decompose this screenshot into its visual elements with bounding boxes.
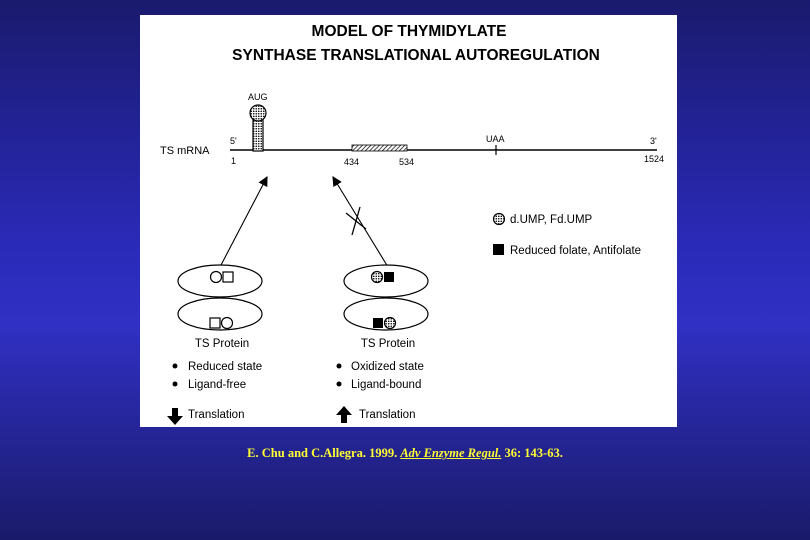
five-prime-label: 5' <box>230 136 237 146</box>
hatched-circle-icon <box>492 212 506 226</box>
bullet-icon <box>336 381 342 387</box>
autoregulation-diagram: MODEL OF THYMIDYLATE SYNTHASE TRANSLATIO… <box>160 23 664 425</box>
position-region-start: 434 <box>344 157 359 167</box>
arrow-down-icon <box>167 408 183 425</box>
position-end: 1524 <box>644 154 664 164</box>
start-codon-label: AUG <box>248 92 268 102</box>
citation: E. Chu and C.Allegra. 1999. Adv Enzyme R… <box>0 446 810 461</box>
aug-stem-loop <box>249 104 267 152</box>
binding-region <box>351 144 408 152</box>
right-bullet-oxidized: Oxidized state <box>351 361 424 373</box>
citation-volume-pages: 36: 143-63. <box>504 446 563 460</box>
legend-label-dump: d.UMP, Fd.UMP <box>510 214 593 226</box>
citation-authors: E. Chu and C.Allegra. 1999. <box>247 446 398 460</box>
stop-codon-label: UAA <box>486 134 505 144</box>
legend-item-dump: d.UMP, Fd.UMP <box>492 212 593 226</box>
left-ts-protein <box>177 264 263 331</box>
right-translation-label: Translation <box>359 409 415 421</box>
figure-title-line1: MODEL OF THYMIDYLATE <box>312 23 507 40</box>
left-arrow <box>219 176 268 268</box>
filled-square-icon <box>493 244 504 255</box>
citation-journal-link[interactable]: Adv Enzyme Regul. <box>400 446 502 460</box>
position-start: 1 <box>231 156 236 166</box>
left-bullet-ligand-free: Ligand-free <box>188 379 246 391</box>
left-bullet-reduced: Reduced state <box>188 361 262 373</box>
right-bullet-ligand-bound: Ligand-bound <box>351 379 421 391</box>
diagram-figure: MODEL OF THYMIDYLATE SYNTHASE TRANSLATIO… <box>140 15 677 427</box>
mrna-label: TS mRNA <box>160 145 210 157</box>
figure-title-line2: SYNTHASE TRANSLATIONAL AUTOREGULATION <box>232 47 600 64</box>
left-protein-label: TS Protein <box>195 338 249 350</box>
three-prime-label: 3' <box>650 136 657 146</box>
bullet-icon <box>336 363 342 369</box>
right-ts-protein <box>343 264 429 331</box>
legend-label-folate: Reduced folate, Antifolate <box>510 245 641 257</box>
right-arrow <box>332 176 389 268</box>
left-translation-label: Translation <box>188 409 244 421</box>
blocked-cross-icon <box>345 206 367 236</box>
right-protein-label: TS Protein <box>361 338 415 350</box>
bullet-icon <box>172 381 178 387</box>
position-region-end: 534 <box>399 157 414 167</box>
arrow-up-icon <box>336 406 352 423</box>
legend-item-folate: Reduced folate, Antifolate <box>493 244 641 257</box>
bullet-icon <box>172 363 178 369</box>
